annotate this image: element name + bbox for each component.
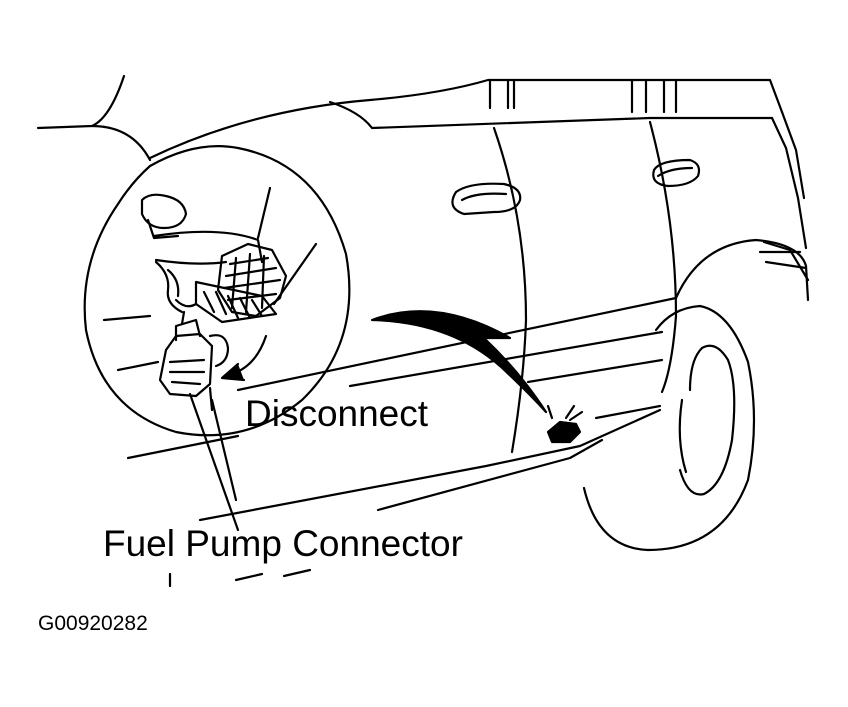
disconnect-label: Disconnect (245, 393, 429, 434)
callout-arrow (370, 310, 548, 414)
leader-lines (188, 392, 240, 532)
figure-id: G00920282 (38, 612, 148, 635)
vehicle-body (36, 74, 810, 588)
fuel-pump-connector-label: Fuel Pump Connector (103, 523, 463, 564)
detail-magnifier (83, 145, 351, 437)
